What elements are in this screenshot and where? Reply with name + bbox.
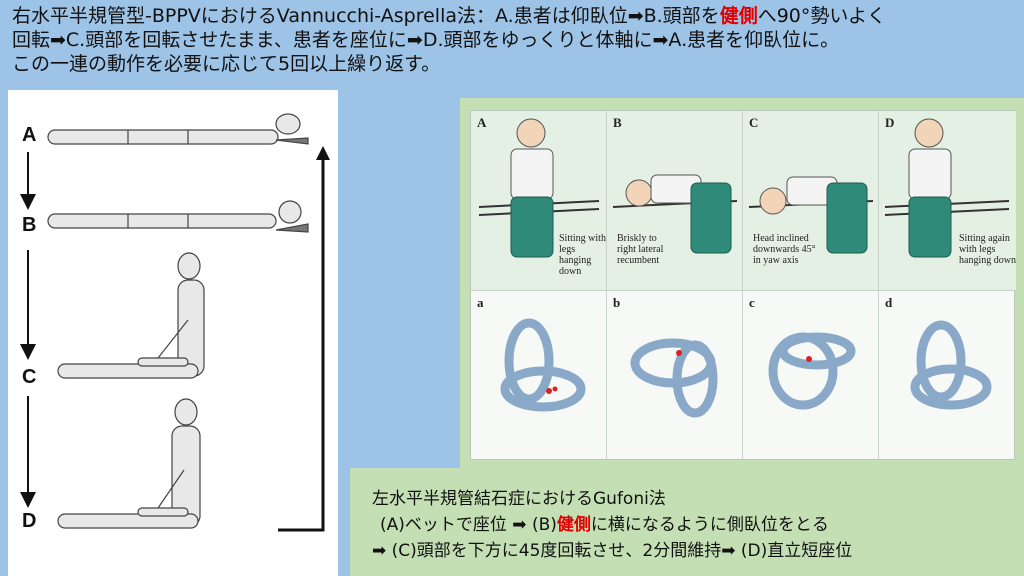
heading-line-1b: へ90°勢いよく (757, 5, 887, 27)
gufoni-line-3: ➡ (C)頭部を下方に45度回転させ、2分間維持➡ (D)直立短座位 (372, 541, 853, 561)
semicircular-canal-d-icon (910, 320, 992, 410)
cell-top-c: C Head inclined downwards 45° in yaw axi… (743, 111, 879, 291)
gufoni-figure: A Sitting with legs hanging down B (470, 110, 1016, 461)
return-arrowhead (316, 146, 330, 160)
gufoni-line-2-highlight: 健側 (556, 515, 591, 535)
heading-line-1: 右水平半規管型-BPPVにおけるVannucchi-Asprella法：A.患者… (12, 4, 1012, 28)
cell-top-a: A Sitting with legs hanging down (471, 111, 607, 291)
heading-line-2: 回転➡C.頭部を回転させたまま、患者を座位に➡D.頭部をゆっくりと体軸に➡A.患… (12, 29, 840, 51)
left-figure-panel: A B C D (8, 90, 338, 576)
caption-b: Briskly to right lateral recumbent (617, 233, 664, 266)
gufoni-line-2b: に横になるように側臥位をとる (590, 515, 829, 535)
patient-head-down-icon (748, 176, 874, 254)
semicircular-canal-b-icon (630, 338, 718, 418)
heading-line-1a: 右水平半規管型-BPPVにおけるVannucchi-Asprella法：A.患者… (12, 5, 720, 27)
cell-bottom-b: b (607, 291, 743, 461)
gufoni-title: 左水平半規管結石症におけるGufoni法 (372, 489, 666, 509)
figure-c-sitting (57, 252, 205, 379)
cell-letter-A: A (477, 115, 487, 130)
cell-letter-C: C (749, 115, 759, 130)
semicircular-canal-a-icon (500, 318, 586, 412)
patient-sitting-again-icon (884, 118, 1010, 258)
caption-a: Sitting with legs hanging down (559, 233, 606, 277)
patient-sitting-icon (478, 118, 600, 258)
left-label-c: C (22, 366, 37, 388)
cell-bottom-c: c (743, 291, 879, 461)
figure-a-supine (47, 113, 309, 145)
return-bracket (278, 154, 325, 532)
cell-bottom-a: a (471, 291, 607, 461)
left-figure-drawing (20, 113, 330, 532)
left-label-b: B (22, 214, 37, 236)
cell-top-d: D Sitting again with legs hanging down (879, 111, 1016, 291)
gufoni-line-2: (A)ベットで座位 ➡ (B)健側に横になるように側臥位をとる (380, 510, 829, 535)
patient-lateral-icon (612, 174, 738, 254)
cell-letter-b: b (613, 295, 621, 310)
left-label-d: D (22, 510, 37, 532)
heading-line-3: この一連の動作を必要に応じて5回以上繰り返す。 (12, 53, 441, 75)
figure-b-head-turned (47, 200, 309, 233)
caption-d: Sitting again with legs hanging down (959, 233, 1016, 266)
heading-line-1-highlight: 健側 (719, 5, 758, 27)
figure-d-sitting (57, 398, 201, 529)
heading: 右水平半規管型-BPPVにおけるVannucchi-Asprella法：A.患者… (12, 4, 1012, 76)
semicircular-canal-c-icon (768, 332, 856, 410)
right-figure-panel: A Sitting with legs hanging down B (460, 98, 1024, 468)
cell-letter-B: B (613, 115, 622, 130)
gufoni-text-box: 左水平半規管結石症におけるGufoni法 (A)ベットで座位 ➡ (B)健側に横… (350, 468, 1024, 576)
cell-letter-c: c (749, 295, 755, 310)
caption-c: Head inclined downwards 45° in yaw axis (753, 233, 816, 266)
gufoni-line-2a: (A)ベットで座位 ➡ (B) (380, 515, 557, 535)
cell-letter-d: d (885, 295, 893, 310)
left-label-a: A (22, 124, 37, 146)
cell-bottom-d: d (879, 291, 1016, 461)
cell-letter-D: D (885, 115, 895, 130)
cell-top-b: B Briskly to right lateral recumbent (607, 111, 743, 291)
cell-letter-a: a (477, 295, 484, 310)
